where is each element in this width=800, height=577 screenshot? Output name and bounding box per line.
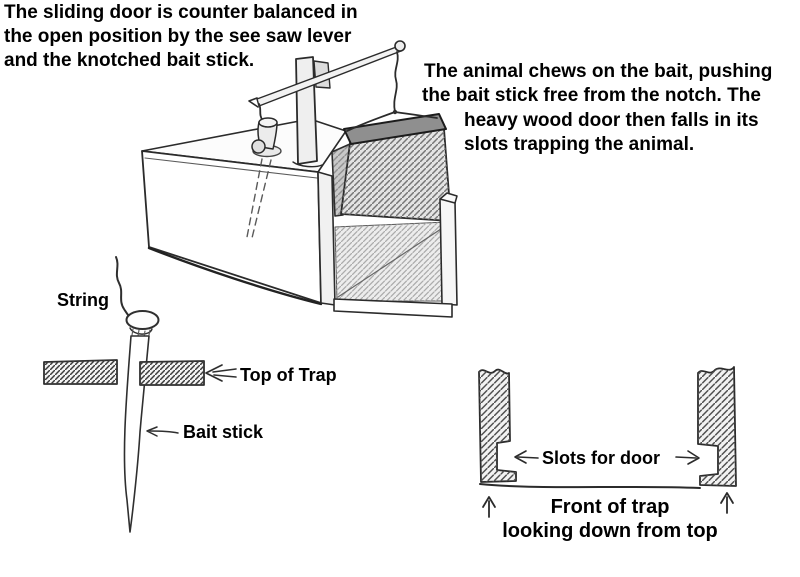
slot-right-arrow-icon bbox=[675, 450, 700, 465]
trap-left-door-post bbox=[317, 171, 336, 306]
label-front-of-trap-line2: looking down from top bbox=[502, 520, 718, 542]
detail-string bbox=[115, 256, 130, 317]
bait-stick-arrow-icon bbox=[146, 426, 179, 437]
trap-right-door-post bbox=[439, 198, 458, 306]
caption-top-left-line1: The sliding door is counter balanced in bbox=[4, 2, 358, 23]
label-top-of-trap: Top of Trap bbox=[240, 365, 337, 385]
label-slots-for-door: Slots for door bbox=[542, 448, 660, 468]
caption-top-left: The sliding door is counter balanced in … bbox=[4, 1, 358, 73]
caption-right-line4: slots trapping the animal. bbox=[464, 134, 695, 155]
label-string: String bbox=[57, 290, 109, 310]
trap-front-left-face bbox=[141, 150, 322, 304]
bait-stick-detail bbox=[43, 256, 237, 533]
lever-upright-board bbox=[295, 56, 318, 165]
up-arrow-left-icon bbox=[482, 496, 496, 518]
door-string bbox=[393, 51, 399, 113]
hidden-bait-stick-dashes bbox=[246, 158, 272, 239]
caption-right-line1: The animal chews on the bait, pushing bbox=[424, 61, 773, 82]
label-bait-stick: Bait stick bbox=[183, 422, 264, 442]
slots-top-view-detail bbox=[478, 366, 737, 518]
slot-left-arrow-icon bbox=[514, 450, 539, 464]
trap-base-board bbox=[333, 298, 453, 318]
caption-top-left-line2: the open position by the see saw lever bbox=[4, 26, 352, 47]
caption-right-line2: the bait stick free from the notch. The bbox=[422, 85, 761, 106]
lever-tip bbox=[394, 40, 406, 52]
bait-stick-knob bbox=[125, 310, 160, 330]
caption-top-left-line3: and the knotched bait stick. bbox=[4, 50, 255, 71]
door-top-edge bbox=[343, 113, 447, 145]
up-arrow-right-icon bbox=[720, 492, 734, 514]
main-trap-sketch bbox=[141, 40, 458, 318]
label-front-of-trap-line1: Front of trap bbox=[550, 496, 670, 518]
caption-right-line3: heavy wood door then falls in its bbox=[464, 110, 759, 131]
top-of-trap-arrow-icon bbox=[205, 364, 237, 382]
trap-front-line bbox=[479, 483, 701, 489]
